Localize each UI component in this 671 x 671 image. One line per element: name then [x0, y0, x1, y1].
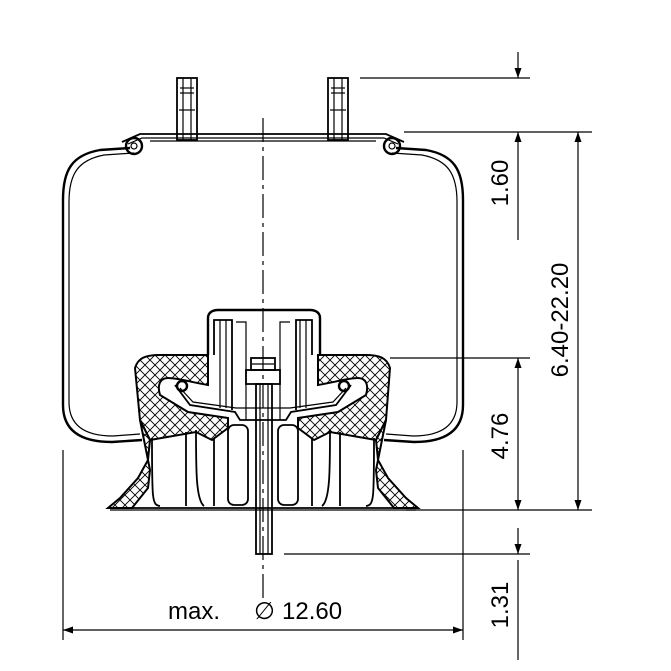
dim-diameter-prefix: max.: [168, 598, 220, 625]
piston: [105, 308, 421, 555]
dim-top-height: 1.60: [487, 160, 514, 207]
dimension-lines: [62, 52, 592, 660]
dim-piston-height: 4.76: [487, 413, 514, 460]
bellows: [61, 146, 465, 444]
mounting-studs: [176, 77, 349, 141]
dim-stud-length: 1.31: [487, 582, 514, 629]
dim-diameter-symbol: ∅: [254, 598, 275, 625]
left-stud: [176, 77, 198, 141]
dim-diameter-label: max. ∅ 12.60: [168, 598, 342, 625]
dim-overall-height: 6.40-22.20: [547, 263, 574, 378]
dim-diameter-value: 12.60: [282, 598, 342, 625]
right-stud: [327, 77, 349, 141]
